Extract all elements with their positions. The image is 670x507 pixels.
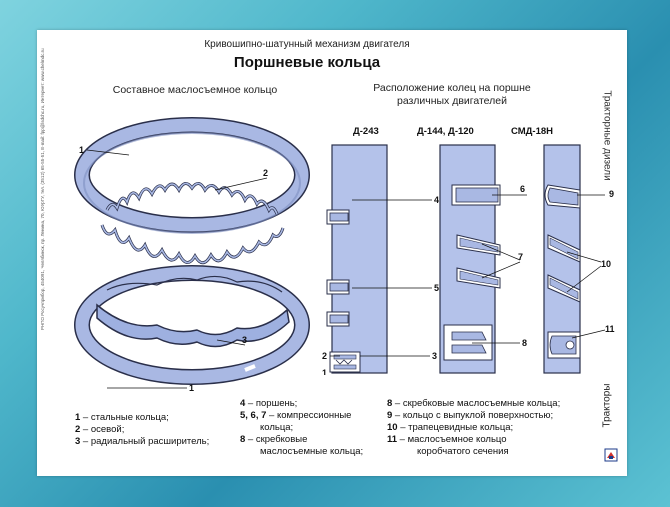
engine-label-d144: Д-144, Д-120 (417, 126, 474, 137)
radial-expander-ring (96, 275, 290, 348)
right-panel-title-line2: различных двигателей (396, 95, 508, 107)
legend-item: 2 – осевой; (75, 424, 125, 435)
poster-sheet: Кривошипно-шатунный механизм двигателя П… (37, 30, 627, 476)
callout-6: 6 (520, 184, 525, 194)
legend-item: 8 – скребковые маслосъемные кольца; (387, 398, 561, 409)
legend-item: 1 – стальные кольца; (75, 412, 169, 423)
callout-2-piston: 2 (322, 351, 327, 361)
smd18n-callouts: 9 10 11 (566, 189, 615, 339)
publisher-logo-icon (604, 448, 618, 462)
callout-7: 7 (518, 252, 523, 262)
legend-column-2: 4 – поршень; 5, 6, 7 – компрессионные ко… (240, 398, 363, 458)
callout-10: 10 (601, 259, 611, 269)
callout-9: 9 (609, 189, 614, 199)
callout-3-piston: 3 (432, 351, 437, 361)
callout-4: 4 (434, 195, 439, 205)
legend-item: маслосъемные кольца; (260, 446, 364, 457)
legend-item: кольца; (260, 422, 294, 433)
legend-item: 10 – трапецевидные кольца; (387, 422, 514, 433)
left-panel-title: Составное маслосъемное кольцо (112, 84, 278, 96)
legend-item: 11 – маслосъемное кольцо (387, 434, 507, 445)
legend-item: коробчатого сечения (417, 446, 509, 457)
callout-8: 8 (522, 338, 527, 348)
legend-item: 5, 6, 7 – компрессионные (240, 410, 352, 421)
legend-column-3: 8 – скребковые маслосъемные кольца; 9 – … (387, 398, 560, 458)
callout-11: 11 (605, 324, 615, 334)
piston-smd18n (543, 144, 581, 374)
callout-5: 5 (434, 283, 439, 293)
series-label: Тракторные дизели (601, 90, 613, 181)
poster-title: Поршневые кольца (233, 54, 381, 71)
callout-1-piston: 1 (322, 368, 327, 375)
poster-subtitle: Кривошипно-шатунный механизм двигателя (204, 39, 410, 50)
ring-placement-diagram: 4 5 2 3 1 6 7 8 (322, 144, 581, 375)
callout-1-bottom: 1 (189, 383, 194, 393)
right-panel-title: Расположение колец на поршне различных д… (337, 82, 567, 108)
legend-column-1: 1 – стальные кольца; 2 – осевой; 3 – рад… (75, 412, 209, 448)
steel-ring-top (74, 117, 310, 234)
composite-oil-ring-diagram: 1 2 3 1 (74, 117, 310, 393)
legend-item: 9 – кольцо с выпуклой поверхностью; (387, 410, 554, 421)
callout-3: 3 (242, 335, 247, 345)
axial-expander-ring (100, 182, 285, 265)
piston-d243 (326, 144, 388, 374)
piston-d144 (439, 144, 501, 374)
steel-ring-bottom (74, 265, 310, 385)
category-label: Тракторы (601, 383, 613, 428)
callout-1-top: 1 (79, 145, 84, 155)
legend-item: 8 – скребковые (240, 434, 308, 445)
publisher-imprint: РНПО Росучприбор, 454091, Челябинск, пр.… (40, 48, 45, 330)
engine-label-d243: Д-243 (353, 126, 379, 137)
legend-item: 3 – радиальный расширитель; (75, 436, 210, 447)
engine-label-smd18n: СМД-18Н (511, 126, 554, 137)
legend-item: 4 – поршень; (240, 398, 298, 409)
callout-2: 2 (263, 168, 268, 178)
right-panel-title-line1: Расположение колец на поршне (373, 82, 531, 94)
